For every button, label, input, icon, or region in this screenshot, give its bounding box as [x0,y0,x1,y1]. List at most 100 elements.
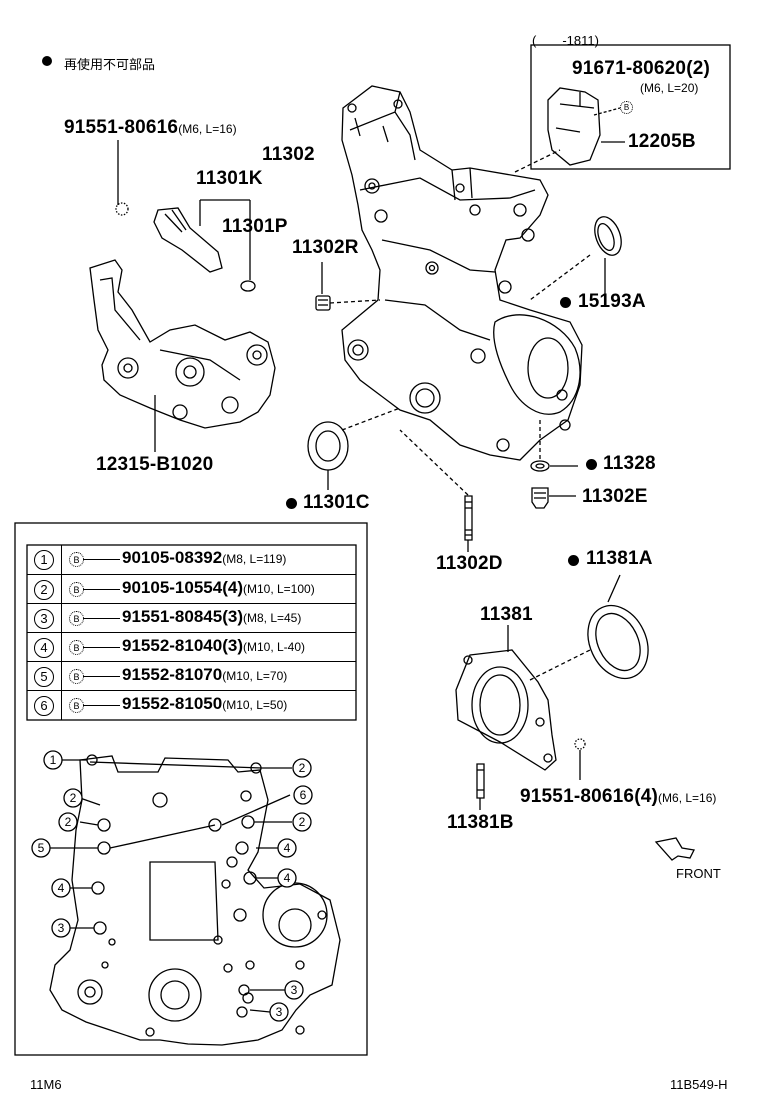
svg-text:3: 3 [276,1005,283,1019]
bolt-number: 3 [34,608,54,629]
bolt-b-icon: B [620,101,633,114]
bolt-number: 4 [34,637,54,658]
non-reusable-dot [586,459,597,470]
bolt-number-cell: 1 [27,545,62,574]
bolt-spec: (M8, L=119) [222,552,287,566]
bolt-pn: 91552-81050 [122,694,223,713]
label-11381[interactable]: 11381 [480,604,533,625]
bolt-part-number: 90105-10554(4)(M10, L=100) [120,578,315,598]
svg-text:4: 4 [284,871,291,885]
non-reusable-dot [286,498,297,509]
label-11302R[interactable]: 11302R [292,237,359,258]
label-91551-bottom-pn: 91551-80616(4) [520,786,659,807]
label-91671[interactable]: 91671-80620(2) [572,58,711,79]
footer-right: 11B549-H [670,1077,728,1092]
seal-retainer [455,649,557,771]
bolt-b-icon: B [69,698,84,713]
svg-text:3: 3 [291,983,298,997]
bolt-part-number: 91552-81050(M10, L=50) [120,694,288,714]
bracket [89,259,276,429]
bolt-number: 6 [34,695,54,716]
bolt-part-number: 91552-81040(3)(M10, L-40) [120,636,306,656]
bolt-location-diagram [49,755,341,1046]
upgrade-range: ( -1811) [532,33,599,48]
bolt-b-icon: B [69,552,84,567]
bolt-number-cell: 3 [27,604,62,633]
non-reusable-dot [568,555,579,566]
label-11301K[interactable]: 11301K [196,168,263,189]
label-11381A[interactable]: 11381A [586,548,653,569]
label-91551-bottom-spec: (M6, L=16) [658,791,717,805]
bolt-pn: 91551-80845(3) [122,607,243,626]
bolt-number-cell: 2 [27,575,62,604]
bolt-spec: (M10, L=50) [222,698,288,712]
label-12315[interactable]: 12315-B1020 [96,454,214,475]
bolt-spec: (M8, L=45) [242,611,302,625]
timing-cover [341,85,583,461]
bolt-part-number: 91551-80845(3)(M8, L=45) [120,607,302,627]
front-arrow [654,837,695,861]
label-12205B[interactable]: 12205B [628,131,696,152]
leader-line [83,647,143,648]
label-11381B[interactable]: 11381B [447,812,514,833]
bolt-pn: 90105-10554(4) [122,578,243,597]
bolt-spec: (M10, L-40) [242,640,306,654]
leader-line [83,589,143,590]
bolt-number: 1 [34,549,54,570]
legend-text: 再使用不可部品 [64,57,156,72]
leader-line [83,705,143,706]
svg-text:2: 2 [299,761,306,775]
label-11302E[interactable]: 11302E [582,486,648,507]
leader-line [83,676,143,677]
label-91551-top-pn: 91551-80616 [64,117,179,138]
svg-text:1: 1 [50,753,57,767]
bolt-b-icon: B [69,640,84,655]
svg-text:5: 5 [38,841,45,855]
bolt-pn: 91552-81070 [122,665,223,684]
label-91551-top[interactable]: 91551-80616(M6, L=16) [64,117,237,139]
footer-left: 11M6 [30,1077,62,1092]
non-reusable-dot [42,56,52,66]
label-11301P[interactable]: 11301P [222,216,288,237]
spec-91671: (M6, L=20) [640,81,699,95]
bolt-b-icon: B [69,611,84,626]
front-label: FRONT [676,866,721,881]
label-91551-top-spec: (M6, L=16) [178,122,237,136]
bolt-part-number: 91552-81070(M10, L=70) [120,665,288,685]
inset-box [530,44,731,170]
svg-text:4: 4 [58,881,65,895]
label-11328[interactable]: 11328 [603,453,656,474]
bolt-pn: 90105-08392 [122,548,223,567]
bolt-number-cell: 4 [27,633,62,662]
label-11302[interactable]: 11302 [262,144,315,165]
svg-text:3: 3 [58,921,65,935]
crank-sensor [153,207,223,273]
label-11302D[interactable]: 11302D [436,553,503,574]
label-15193A[interactable]: 15193A [578,291,646,312]
bolt-number: 5 [34,666,54,687]
bolt-spec: (M10, L=70) [222,669,288,683]
bolt-number: 2 [34,579,54,600]
cam-sensor [547,87,601,166]
label-91551-bottom[interactable]: 91551-80616(4)(M6, L=16) [520,786,716,808]
svg-text:6: 6 [300,788,307,802]
leader-line [83,618,143,619]
bolt-number-cell: 6 [27,691,62,720]
bolt-part-number: 90105-08392(M8, L=119) [120,548,287,568]
bolt-number-cell: 5 [27,662,62,691]
non-reusable-dot [560,297,571,308]
bolt-b-icon: B [69,582,84,597]
svg-text:2: 2 [70,791,77,805]
svg-text:2: 2 [65,815,72,829]
bolt-spec: (M10, L=100) [242,582,315,596]
svg-text:4: 4 [284,841,291,855]
leader-line [83,559,143,560]
label-11301C[interactable]: 11301C [303,492,370,513]
